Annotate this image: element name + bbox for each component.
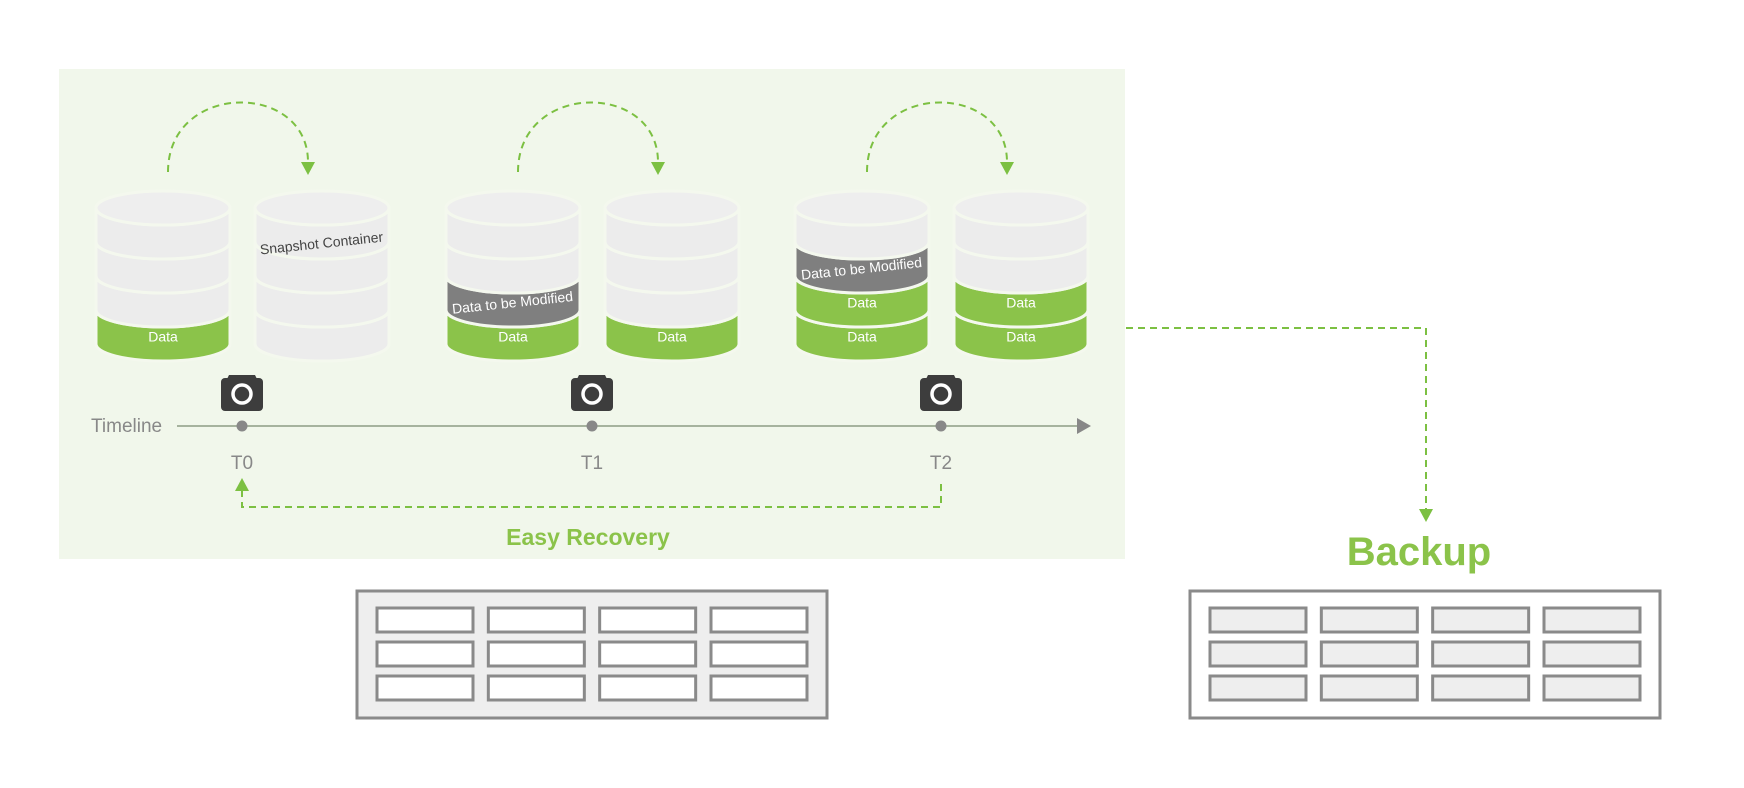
camera-icon	[571, 375, 613, 411]
timeline-dot-t0	[236, 420, 248, 432]
drive-slot	[375, 640, 475, 668]
cylinder-top-cap	[793, 189, 931, 227]
arrowhead-icon	[301, 162, 315, 175]
timeline-point-label-t2: T2	[930, 453, 952, 474]
drive-slot	[1319, 640, 1419, 668]
camera-group	[221, 375, 962, 411]
data-label: Data	[498, 328, 528, 344]
easy-recovery-label: Easy Recovery	[506, 524, 670, 550]
timeline-label: Timeline	[91, 416, 162, 437]
drive-slot	[709, 606, 809, 634]
drive-slot	[1319, 674, 1419, 702]
timeline-point-label-t0: T0	[231, 453, 253, 474]
drive-slot	[486, 674, 586, 702]
drive-slot	[1542, 640, 1642, 668]
drive-slot	[598, 674, 698, 702]
arrowhead-icon	[1000, 162, 1014, 175]
timeline-points: T0 T1 T2	[231, 420, 952, 474]
cylinder-top-cap	[603, 189, 741, 227]
data-label: Data	[148, 328, 178, 344]
data-label: Data	[847, 294, 877, 310]
snapshot-arrows	[167, 101, 1014, 175]
drive-slot	[375, 674, 475, 702]
timeline-dot-t2	[935, 420, 947, 432]
recovery-arrowhead-icon	[235, 478, 249, 491]
drive-slot	[598, 640, 698, 668]
drive-slot	[1542, 674, 1642, 702]
snapshot-panel	[59, 69, 1125, 559]
data-label: Data	[1006, 294, 1036, 310]
backup-arrowhead-icon	[1419, 509, 1433, 522]
arrowhead-icon	[651, 162, 665, 175]
snapshot-volume-t0: Snapshot Container	[253, 189, 391, 363]
snapshot-arrow-t0	[167, 101, 309, 173]
drive-slot	[709, 674, 809, 702]
drive-slot	[375, 606, 475, 634]
backup-label: Backup	[1347, 530, 1492, 574]
drive-slot	[1208, 674, 1308, 702]
camera-icon	[920, 375, 962, 411]
drive-slot	[486, 606, 586, 634]
camera-icon	[221, 375, 263, 411]
cylinder-top-cap	[952, 189, 1090, 227]
timeline-arrowhead-icon	[1077, 418, 1091, 434]
cylinder-top-cap	[253, 189, 391, 227]
snapshot-arrow-t2	[866, 101, 1008, 173]
drive-slot	[1208, 606, 1308, 634]
drive-slot	[486, 640, 586, 668]
snapshot-volume-t1: Data	[603, 189, 741, 363]
backup-storage-server	[1188, 589, 1662, 720]
drive-slot	[1431, 640, 1531, 668]
timeline-dot-t1	[586, 420, 598, 432]
primary-storage-server	[355, 589, 829, 720]
drive-slot	[1319, 606, 1419, 634]
drive-slot	[1431, 674, 1531, 702]
drive-slot	[1542, 606, 1642, 634]
drive-slot	[1431, 606, 1531, 634]
snapshot-arrow-t1	[517, 101, 659, 173]
drive-slot	[709, 640, 809, 668]
drive-slot	[598, 606, 698, 634]
timeline-point-label-t1: T1	[581, 453, 603, 474]
data-label: Data	[847, 328, 877, 344]
backup-connector	[1126, 327, 1427, 512]
cylinder-group: Data Snapshot Container Data to be Modifie…	[94, 189, 1090, 363]
data-label: Data	[657, 328, 687, 344]
cylinder-top-cap	[444, 189, 582, 227]
source-volume-t0: Data	[94, 189, 232, 363]
drive-slot	[1208, 640, 1308, 668]
data-label: Data	[1006, 328, 1036, 344]
cylinder-top-cap	[94, 189, 232, 227]
recovery-connector	[241, 484, 942, 508]
